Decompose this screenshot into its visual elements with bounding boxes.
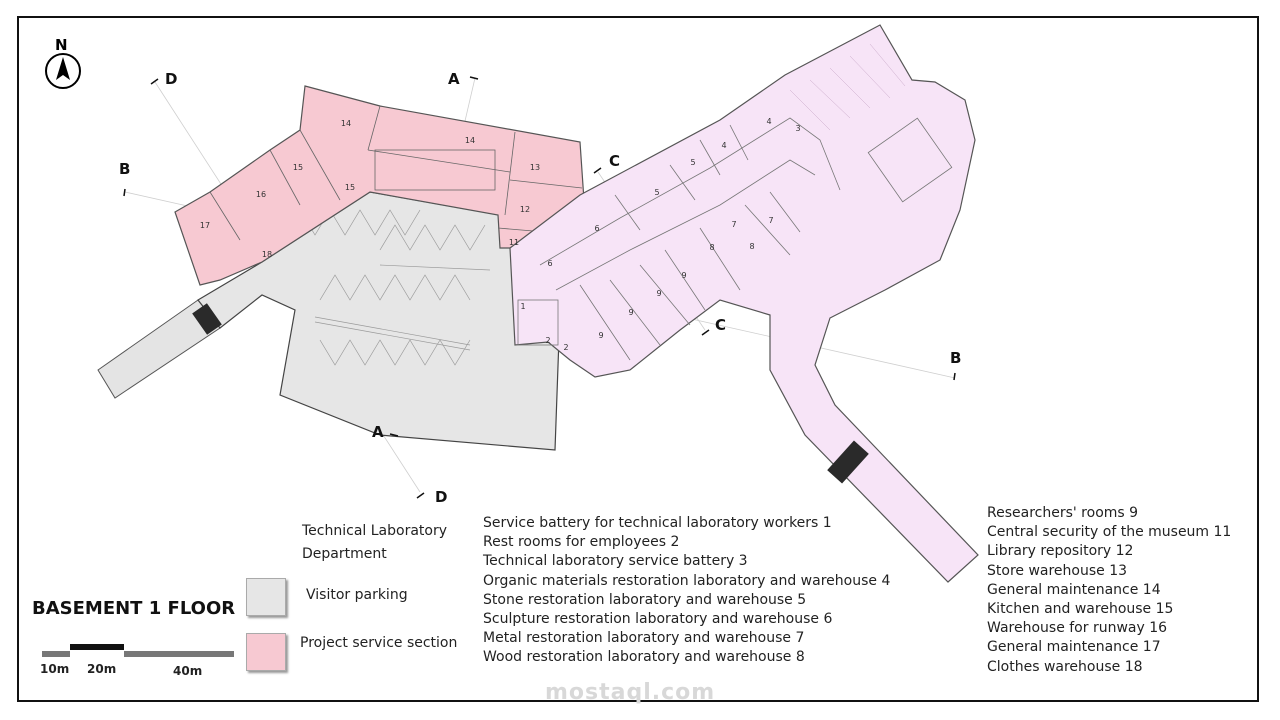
list-item: Library repository 12 (987, 543, 1134, 560)
room-4b: 4 (766, 117, 771, 126)
room-9d: 9 (598, 331, 603, 340)
section-b-right: B (950, 349, 961, 367)
room-13: 13 (530, 163, 540, 172)
section-c-top: C (609, 152, 620, 170)
list-item: Metal restoration laboratory and warehou… (483, 630, 805, 647)
lab-walls (517, 117, 953, 361)
ramp-gate-left (192, 303, 222, 335)
section-d-top: D (165, 70, 177, 88)
room-14b: 14 (465, 136, 475, 145)
section-a-bottom: A (372, 423, 384, 441)
list-item: Wood restoration laboratory and warehous… (483, 649, 805, 666)
watermark: mostaql.com (545, 680, 716, 705)
drawing-frame (17, 16, 1259, 702)
list-item: Researchers' rooms 9 (987, 505, 1139, 521)
parking-bays (299, 209, 491, 366)
visitor-parking-area (97, 191, 561, 451)
scale-label-20m: 20m (87, 662, 117, 676)
room-4a: 4 (721, 141, 726, 150)
service-block (174, 85, 586, 286)
visitor-parking-swatch (246, 578, 286, 616)
lab-room-list: Service battery for technical laboratory… (483, 514, 890, 668)
room-7b: 7 (768, 216, 773, 225)
lab-ramp-hatch (789, 43, 906, 131)
room-18: 18 (262, 250, 272, 259)
section-c-bottom: C (715, 316, 726, 334)
list-item: Kitchen and warehouse 15 (987, 601, 1174, 618)
list-item: Central security of the museum 11 (987, 524, 1232, 541)
room-6a: 6 (594, 224, 599, 233)
room-2a: 2 (545, 336, 550, 345)
visitor-parking-label: Visitor parking (306, 587, 408, 603)
room-15b: 15 (345, 183, 355, 192)
north-arrow: N (45, 36, 81, 89)
room-8b: 8 (749, 242, 754, 251)
section-b-left: B (119, 160, 130, 178)
scale-bar (42, 644, 234, 657)
list-item: Sculpture restoration laboratory and war… (483, 611, 833, 628)
list-item: General maintenance 14 (987, 581, 1161, 598)
project-service-swatch (246, 633, 286, 671)
room-5b: 5 (690, 158, 695, 167)
department-title-line2: Department (302, 546, 387, 562)
department-title-line1: Technical Laboratory (302, 523, 447, 539)
list-item: Organic materials restoration laboratory… (483, 572, 891, 589)
room-5a: 5 (654, 188, 659, 197)
list-item: Store warehouse 13 (987, 562, 1128, 579)
ramp-gate-right (827, 440, 869, 484)
section-markers (123, 76, 956, 499)
service-room-list: Researchers' rooms 9 Central security of… (987, 504, 1231, 677)
list-item: Stone restoration laboratory and warehou… (483, 591, 807, 608)
list-item: Rest rooms for employees 2 (483, 534, 680, 551)
room-9a: 9 (681, 271, 686, 280)
room-14a: 14 (341, 119, 351, 128)
room-12: 12 (520, 205, 530, 214)
room-1: 1 (520, 302, 525, 311)
room-numbers: 14 14 13 12 11 15 15 16 17 18 6 6 5 5 4 … (200, 117, 801, 352)
section-a-top: A (448, 70, 460, 88)
room-17: 17 (200, 221, 210, 230)
scale-label-40m: 40m (173, 664, 203, 678)
room-8a: 8 (709, 243, 714, 252)
lab-block (509, 24, 979, 583)
laboratory-area (509, 24, 979, 583)
floor-title: BASEMENT 1 FLOOR (32, 598, 236, 619)
list-item: Service battery for technical laboratory… (483, 515, 832, 531)
section-d-bottom: D (435, 488, 447, 506)
north-label: N (55, 36, 68, 54)
list-item: Warehouse for runway 16 (987, 620, 1168, 637)
room-16: 16 (256, 190, 266, 199)
list-item: Clothes warehouse 18 (987, 658, 1143, 675)
scale-label-10m: 10m (40, 662, 70, 676)
project-service-area (174, 85, 586, 286)
room-9b: 9 (656, 289, 661, 298)
room-3: 3 (795, 124, 800, 133)
room-15a: 15 (293, 163, 303, 172)
room-9c: 9 (628, 308, 633, 317)
room-7a: 7 (731, 220, 736, 229)
section-letters: A A B B C C D D (119, 70, 961, 506)
room-2b: 2 (563, 343, 568, 352)
list-item: General maintenance 17 (987, 639, 1161, 656)
room-6b: 6 (547, 259, 552, 268)
list-item: Technical laboratory service battery 3 (483, 553, 748, 570)
project-service-label: Project service section (300, 635, 458, 651)
room-11: 11 (509, 238, 519, 247)
